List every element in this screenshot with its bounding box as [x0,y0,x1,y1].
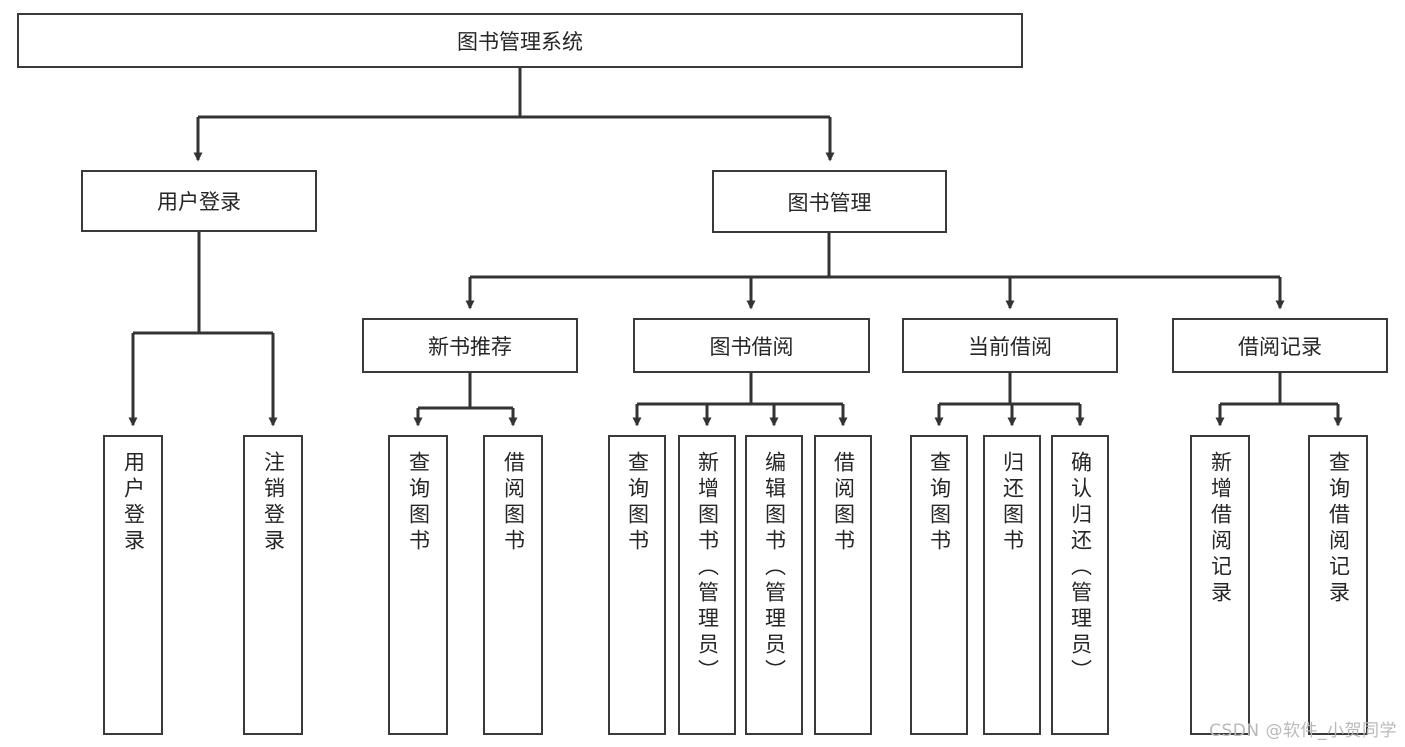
node-leaf-return-book[interactable]: 归还图书 [983,435,1041,735]
node-root-book-management-system[interactable]: 图书管理系统 [17,13,1023,68]
node-label: 归还图书 [1000,451,1025,555]
node-leaf-query-book-borrow[interactable]: 查询图书 [608,435,666,735]
node-label: 查询图书 [406,451,431,555]
node-label: 确认归还（管理员） [1068,451,1093,685]
node-label: 借阅图书 [831,451,856,555]
node-leaf-edit-book-admin[interactable]: 编辑图书（管理员） [745,435,803,735]
node-label: 查询借阅记录 [1326,451,1351,607]
node-book-management[interactable]: 图书管理 [712,170,947,233]
node-leaf-confirm-return-admin[interactable]: 确认归还（管理员） [1051,435,1109,735]
node-book-borrow[interactable]: 图书借阅 [633,318,870,373]
node-label: 查询图书 [927,451,952,555]
node-new-book-recommend[interactable]: 新书推荐 [362,318,578,373]
node-label: 图书借阅 [709,334,794,359]
node-label: 注销登录 [261,451,286,555]
node-leaf-query-book-current[interactable]: 查询图书 [910,435,968,735]
node-leaf-user-logout[interactable]: 注销登录 [243,435,303,735]
node-label: 新增图书（管理员） [695,451,720,685]
node-current-borrow[interactable]: 当前借阅 [902,318,1118,373]
node-label: 当前借阅 [968,334,1052,359]
node-label: 借阅图书 [501,451,526,555]
node-leaf-user-login[interactable]: 用户登录 [103,435,163,735]
node-label: 新增借阅记录 [1208,451,1233,607]
node-leaf-borrow-book[interactable]: 借阅图书 [814,435,872,735]
node-leaf-add-book-admin[interactable]: 新增图书（管理员） [678,435,736,735]
node-leaf-query-borrow-record[interactable]: 查询借阅记录 [1308,435,1368,735]
node-label: 用户登录 [157,190,241,214]
node-borrow-record[interactable]: 借阅记录 [1172,318,1388,373]
node-leaf-add-borrow-record[interactable]: 新增借阅记录 [1190,435,1250,735]
node-label: 用户登录 [121,451,146,555]
node-label: 图书管理 [787,190,872,215]
node-label: 查询图书 [625,451,650,555]
node-label: 编辑图书（管理员） [762,451,787,685]
node-user-login[interactable]: 用户登录 [81,170,317,232]
node-label: 借阅记录 [1238,334,1322,359]
node-label: 图书管理系统 [457,29,583,54]
node-leaf-borrow-book-recommend[interactable]: 借阅图书 [483,435,543,735]
node-leaf-query-book-recommend[interactable]: 查询图书 [388,435,448,735]
node-label: 新书推荐 [428,334,512,359]
watermark-text: CSDN @软件_小贺同学 [1209,721,1397,741]
